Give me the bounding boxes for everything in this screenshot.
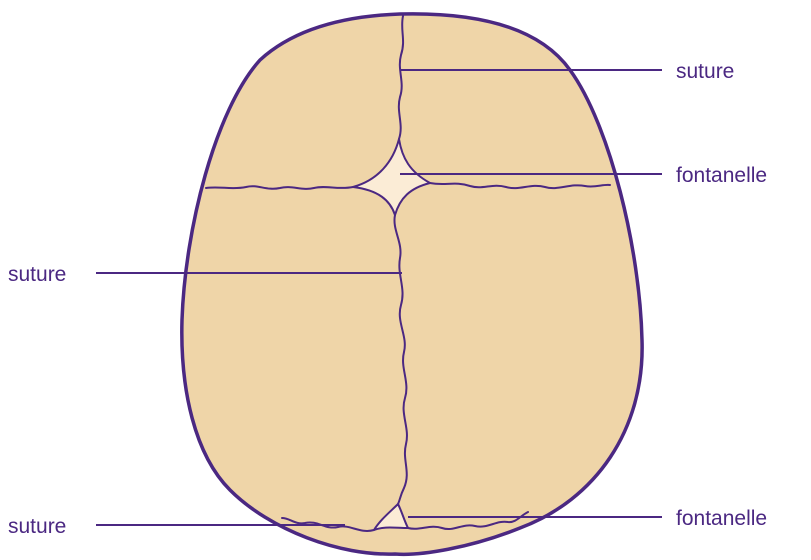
label-bottom-left-suture: suture: [8, 515, 66, 538]
label-anterior-fontanelle: fontanelle: [676, 164, 767, 187]
skull-outline: [182, 14, 642, 554]
label-top-suture: suture: [676, 60, 734, 83]
label-posterior-fontanelle: fontanelle: [676, 507, 767, 530]
label-left-suture: suture: [8, 263, 66, 286]
